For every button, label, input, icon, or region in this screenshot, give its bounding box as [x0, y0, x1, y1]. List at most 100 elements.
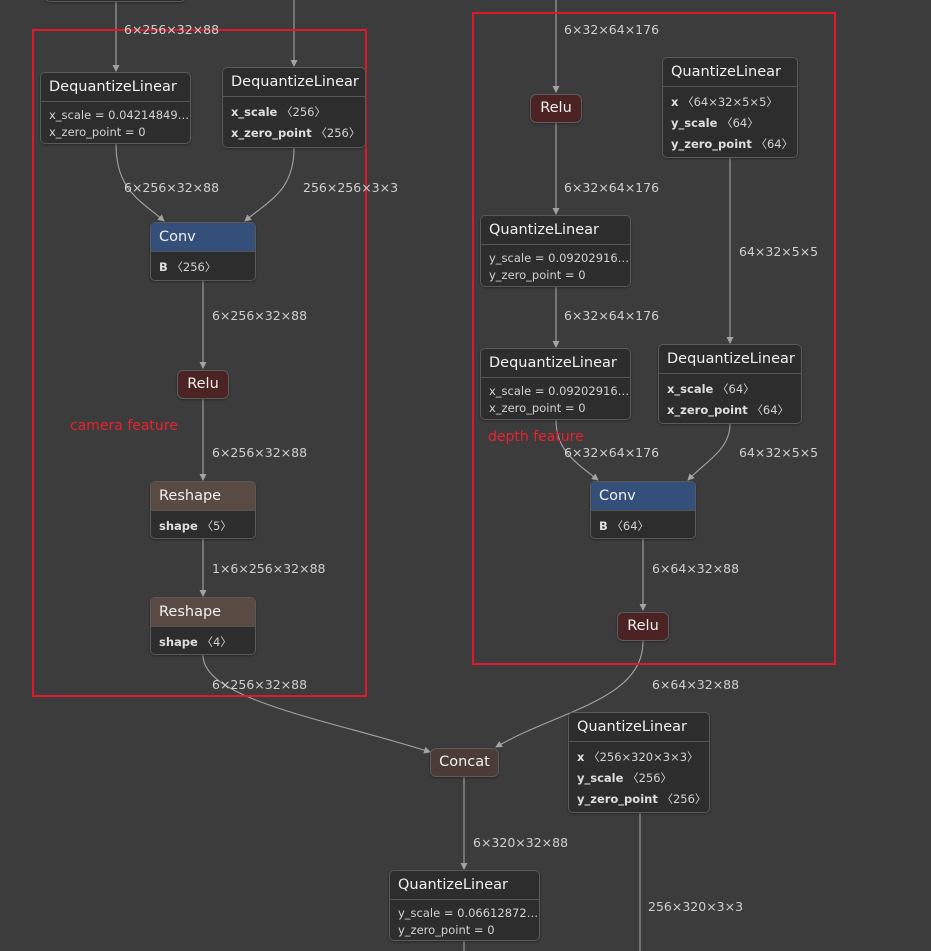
- edge-label: 6×320×32×88: [473, 835, 569, 850]
- attr-value: 〈64〉: [717, 382, 755, 396]
- edge-dql-b-conv: [244, 147, 295, 222]
- attr-value: 〈64〉: [755, 137, 794, 151]
- edge-label: 6×32×64×176: [564, 22, 660, 37]
- node-attribute: x_scale = 0.04214849…: [49, 108, 190, 122]
- attr-value: 〈4〉: [201, 635, 232, 649]
- edge-label: 6×32×64×176: [564, 308, 660, 323]
- quantize-linear-node[interactable]: QuantizeLinear x 〈256×320×3×3〉 y_scale 〈…: [568, 712, 710, 813]
- node-attribute: shape 〈5〉: [159, 516, 247, 537]
- quantize-linear-node[interactable]: QuantizeLinear x 〈64×32×5×5〉 y_scale 〈64…: [662, 57, 798, 158]
- node-attribute: y_zero_point = 0: [489, 268, 586, 282]
- node-title: QuantizeLinear: [398, 877, 508, 893]
- partial-node-top[interactable]: [45, 0, 186, 2]
- node-attribute: y_zero_point = 0: [398, 923, 495, 937]
- node-title: Reshape: [151, 482, 255, 510]
- conv-node[interactable]: Conv B 〈256〉: [150, 222, 256, 281]
- node-attribute: x_scale = 0.09202916…: [489, 384, 630, 398]
- node-attribute: x 〈64×32×5×5〉: [671, 92, 789, 113]
- quantize-linear-node[interactable]: QuantizeLinear y_scale = 0.09202916… y_z…: [480, 215, 631, 287]
- node-attribute: x_zero_point 〈256〉: [231, 123, 361, 144]
- node-attribute: x_zero_point = 0: [49, 125, 146, 139]
- depth-feature-label: depth feature: [488, 429, 584, 445]
- node-attribute: y_scale = 0.06612872…: [398, 906, 539, 920]
- node-title: Reshape: [151, 598, 255, 626]
- edge-dqlw-conv: [687, 423, 731, 481]
- node-title: Conv: [151, 223, 255, 251]
- attr-name: y_scale: [671, 116, 718, 130]
- dequantize-linear-node[interactable]: DequantizeLinear x_scale = 0.04214849… x…: [40, 72, 191, 144]
- concat-node[interactable]: Concat: [430, 748, 499, 777]
- node-attribute: B 〈256〉: [159, 257, 247, 278]
- attr-value: 〈256〉: [171, 260, 217, 274]
- dequantize-linear-node[interactable]: DequantizeLinear x_scale = 0.09202916… x…: [480, 348, 631, 420]
- edge-label: 6×256×32×88: [212, 308, 308, 323]
- quantize-linear-node[interactable]: QuantizeLinear y_scale = 0.06612872… y_z…: [389, 870, 540, 941]
- attr-name: shape: [159, 519, 198, 533]
- node-attribute: x 〈256×320×3×3〉: [577, 747, 701, 768]
- attr-name: shape: [159, 635, 198, 649]
- edge-label: 64×32×5×5: [739, 445, 819, 460]
- attr-value: 〈256×320×3×3〉: [588, 750, 699, 764]
- node-attribute: y_zero_point 〈256〉: [577, 789, 706, 810]
- edge-label: 6×256×32×88: [212, 677, 308, 692]
- edge-dql-d-conv: [555, 419, 599, 481]
- attr-name: y_zero_point: [577, 792, 658, 806]
- node-title: QuantizeLinear: [577, 719, 687, 735]
- reshape-node[interactable]: Reshape shape 〈4〉: [150, 597, 256, 655]
- attr-name: x: [577, 750, 585, 764]
- attr-name: y_scale: [577, 771, 624, 785]
- relu-node[interactable]: Relu: [530, 94, 582, 123]
- edge-reshape-concat: [202, 654, 431, 754]
- node-title: DequantizeLinear: [231, 74, 359, 90]
- edge-label: 1×6×256×32×88: [212, 561, 326, 576]
- attr-value: 〈64×32×5×5〉: [682, 95, 778, 109]
- reshape-node[interactable]: Reshape shape 〈5〉: [150, 481, 256, 539]
- node-attribute: x_scale 〈64〉: [667, 379, 793, 400]
- node-attribute: x_scale 〈256〉: [231, 102, 357, 123]
- edge-label: 6×256×32×88: [124, 22, 220, 37]
- attr-name: x_zero_point: [667, 403, 748, 417]
- conv-node[interactable]: Conv B 〈64〉: [590, 481, 696, 539]
- attr-value: 〈256〉: [315, 126, 361, 140]
- edge-label: 6×32×64×176: [564, 180, 660, 195]
- edge-label: 6×256×32×88: [212, 445, 308, 460]
- node-attribute: shape 〈4〉: [159, 632, 247, 653]
- attr-value: 〈64〉: [751, 403, 790, 417]
- node-title: DequantizeLinear: [489, 355, 617, 371]
- attr-name: x: [671, 95, 679, 109]
- node-attribute: y_scale 〈64〉: [671, 113, 789, 134]
- node-title: QuantizeLinear: [489, 222, 599, 238]
- node-attribute: y_scale = 0.09202916…: [489, 251, 630, 265]
- edge-label: 64×32×5×5: [739, 244, 819, 259]
- node-title: DequantizeLinear: [49, 79, 177, 95]
- relu-node[interactable]: Relu: [617, 612, 669, 641]
- node-attribute: x_zero_point 〈64〉: [667, 400, 793, 421]
- camera-feature-label: camera feature: [70, 418, 178, 434]
- edge-label: 6×256×32×88: [124, 180, 220, 195]
- attr-value: 〈256〉: [661, 792, 707, 806]
- edge-label: 6×64×32×88: [652, 561, 740, 576]
- attr-name: x_scale: [231, 105, 278, 119]
- dequantize-linear-node[interactable]: DequantizeLinear x_scale 〈256〉 x_zero_po…: [222, 67, 366, 148]
- edge-label: 256×256×3×3: [303, 180, 399, 195]
- node-title: Conv: [591, 482, 695, 510]
- attr-value: 〈5〉: [201, 519, 232, 533]
- attr-name: x_scale: [667, 382, 714, 396]
- attr-value: 〈256〉: [627, 771, 673, 785]
- attr-name: B: [599, 519, 608, 533]
- relu-node[interactable]: Relu: [177, 370, 229, 399]
- edge-label: 6×32×64×176: [564, 445, 660, 460]
- edge-relu-b-concat: [495, 640, 644, 748]
- node-attribute: x_zero_point = 0: [489, 401, 586, 415]
- attr-name: B: [159, 260, 168, 274]
- edge-label: 6×64×32×88: [652, 677, 740, 692]
- attr-value: 〈256〉: [281, 105, 326, 119]
- depth-feature-region: [472, 12, 836, 665]
- node-attribute: B 〈64〉: [599, 516, 687, 537]
- dequantize-linear-node[interactable]: DequantizeLinear x_scale 〈64〉 x_zero_poi…: [658, 344, 802, 424]
- edge-dql-a-conv: [115, 143, 165, 222]
- node-attribute: y_zero_point 〈64〉: [671, 134, 793, 155]
- camera-feature-region: [32, 29, 367, 697]
- edge-label: 256×320×3×3: [648, 899, 744, 914]
